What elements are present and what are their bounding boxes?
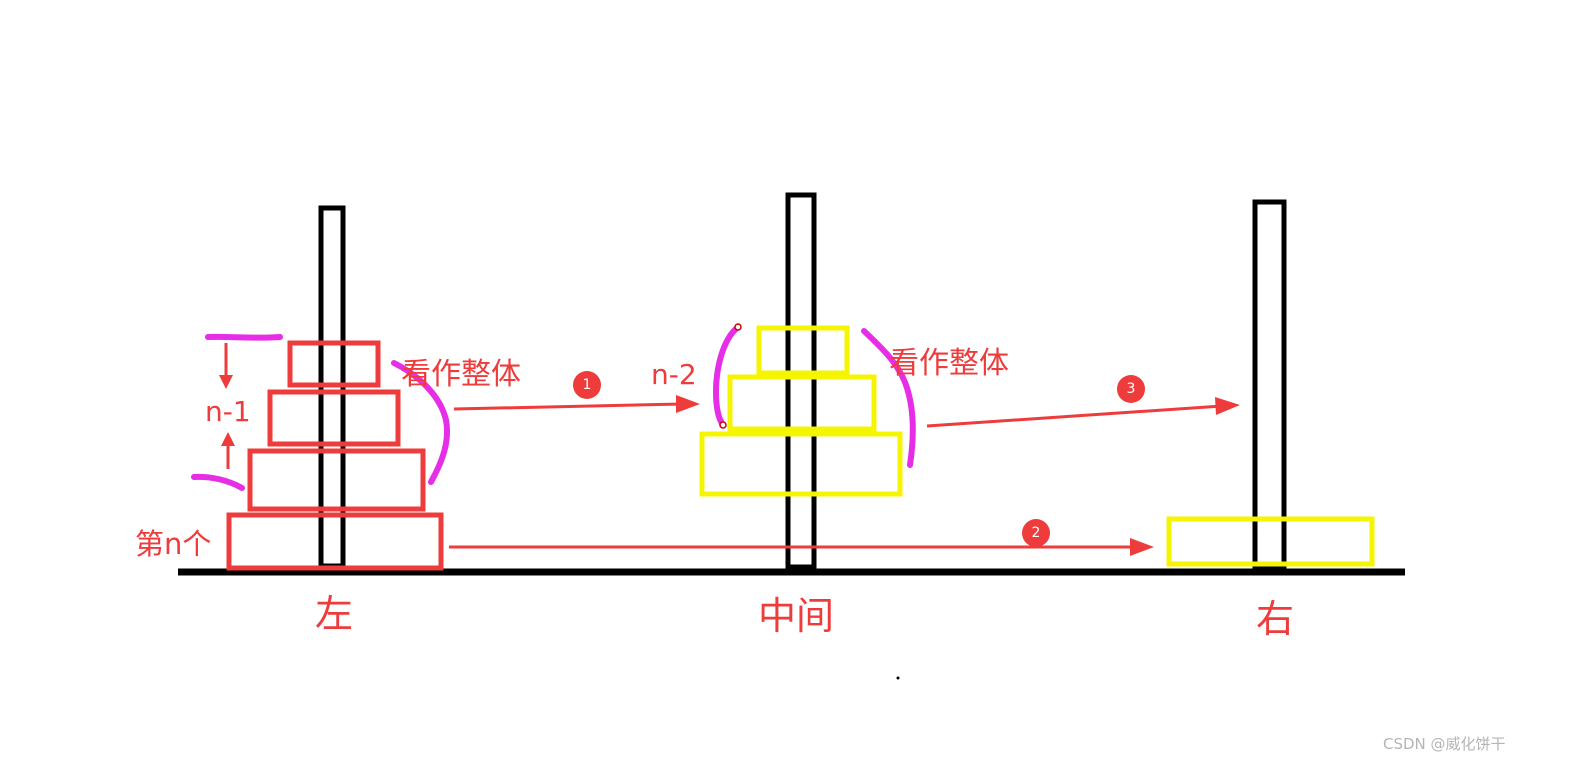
left-disk-3 <box>247 448 426 512</box>
n-minus-1-arrows <box>219 343 235 469</box>
n-minus-1-label: n-1 <box>205 395 251 428</box>
magenta-annotations <box>191 324 916 491</box>
left-disk-stack <box>226 340 444 571</box>
step-1-badge: 1 <box>573 371 601 399</box>
brace-endpoint-top <box>734 323 742 331</box>
stray-dot <box>896 676 900 680</box>
as-whole-label-left: 看作整体 <box>401 357 521 392</box>
left-disk-nth <box>226 512 444 571</box>
left-disk-1 <box>287 340 381 388</box>
arrow-step-2 <box>449 538 1154 556</box>
middle-disk-stack <box>699 325 903 497</box>
right-peg <box>1252 199 1287 569</box>
right-disk <box>1166 516 1375 567</box>
middle-right-brace <box>861 328 916 468</box>
step-3-badge: 3 <box>1117 375 1145 403</box>
middle-disk-1 <box>756 325 850 376</box>
svg-text:2: 2 <box>1032 525 1041 541</box>
middle-peg <box>785 192 817 570</box>
left-group-brace <box>391 360 450 485</box>
svg-text:3: 3 <box>1127 381 1136 397</box>
brace-endpoint-bottom <box>719 421 727 429</box>
middle-left-brace <box>712 324 741 428</box>
top-bracket-mark <box>205 333 283 341</box>
arrow-step-1 <box>453 395 700 413</box>
middle-disk-3 <box>699 431 903 497</box>
bottom-bracket-mark <box>191 473 245 491</box>
n-minus-2-label: n-2 <box>651 358 697 391</box>
svg-text:1: 1 <box>583 377 592 393</box>
peg-label-middle: 中间 <box>758 594 834 638</box>
arrow-step-3 <box>926 397 1240 428</box>
nth-disk-label: 第n个 <box>135 527 211 561</box>
peg-label-right: 右 <box>1256 597 1294 641</box>
middle-disk-2 <box>727 374 877 432</box>
peg-label-left: 左 <box>315 592 353 636</box>
step-arrows <box>449 395 1240 556</box>
left-disk-2 <box>267 389 401 447</box>
step-2-badge: 2 <box>1022 519 1050 547</box>
as-whole-label-middle: 看作整体 <box>889 346 1009 381</box>
watermark: CSDN @威化饼干 <box>1383 735 1506 753</box>
